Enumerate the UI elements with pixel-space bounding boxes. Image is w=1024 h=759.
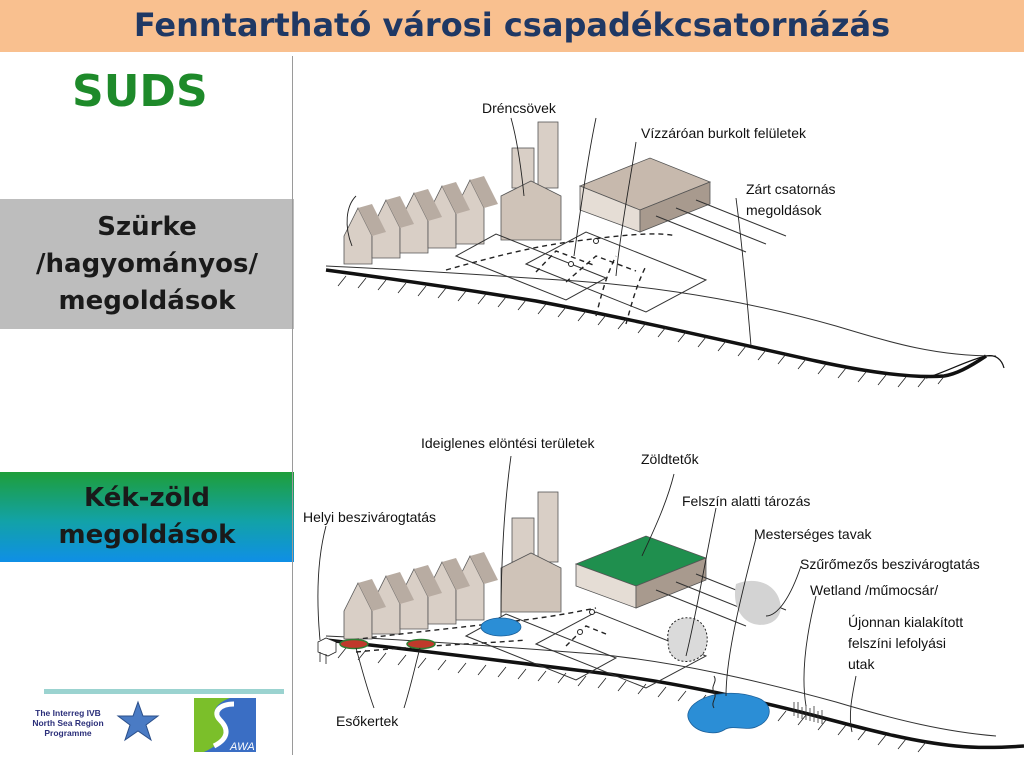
label-flood: Ideiglenes elöntési területek <box>421 435 596 451</box>
label-new-3: utak <box>848 656 875 672</box>
page-title: Fenntartható városi csapadékcsatornázás <box>133 6 891 44</box>
title-bar: Fenntartható városi csapadékcsatornázás <box>0 0 1024 52</box>
interreg-logo: The Interreg IVB North Sea Region Progra… <box>18 700 168 746</box>
interreg-line-1: The Interreg IVB <box>35 708 101 718</box>
interreg-line-3: Programme <box>44 728 92 738</box>
label-filter: Szűrőmezős beszivárogtatás <box>800 556 980 572</box>
logo-divider <box>44 689 284 694</box>
label-underground: Felszín alatti tározás <box>682 493 810 509</box>
grey-box-line-1: Szürke <box>97 211 197 242</box>
suds-diagram: Dréncsövek Vízzáróan burkolt felületek Z… <box>303 100 1024 753</box>
label-ponds: Mesterséges tavak <box>754 526 872 542</box>
vertical-divider <box>292 56 293 755</box>
saws-logo: AWA <box>190 694 260 754</box>
label-rain: Esőkertek <box>336 713 399 729</box>
interreg-line-2: North Sea Region <box>32 718 104 728</box>
top-diagram: Dréncsövek Vízzáróan burkolt felületek Z… <box>325 100 1005 388</box>
label-drain: Dréncsövek <box>482 100 557 116</box>
bluegreen-solutions-box: Kék-zöld megoldások <box>0 472 294 562</box>
bluegreen-box-line-1: Kék-zöld <box>84 483 210 513</box>
label-wetland: Wetland /műmocsár/ <box>810 582 938 598</box>
saws-logo-graphic: AWA <box>194 698 256 753</box>
label-local: Helyi beszivárogtatás <box>303 509 436 525</box>
suds-heading: SUDS <box>72 66 208 117</box>
label-new-2: felszíni lefolyási <box>848 635 946 651</box>
bottom-diagram: Ideiglenes elöntési területek Zöldtetők … <box>303 435 1024 753</box>
grey-box-line-2: /hagyományos/ <box>36 248 258 279</box>
label-closed-2: megoldások <box>746 202 822 218</box>
starfish-icon <box>116 700 160 742</box>
label-new-1: Újonnan kialakított <box>848 614 963 630</box>
grey-solutions-box: Szürke /hagyományos/ megoldások <box>0 199 294 329</box>
label-closed-1: Zárt csatornás <box>746 181 835 197</box>
label-sealed: Vízzáróan burkolt felületek <box>641 125 807 141</box>
grey-box-line-3: megoldások <box>58 285 236 316</box>
label-greenroof: Zöldtetők <box>641 451 700 467</box>
saws-logo-text: AWA <box>229 741 255 753</box>
bluegreen-box-line-2: megoldások <box>58 520 236 550</box>
